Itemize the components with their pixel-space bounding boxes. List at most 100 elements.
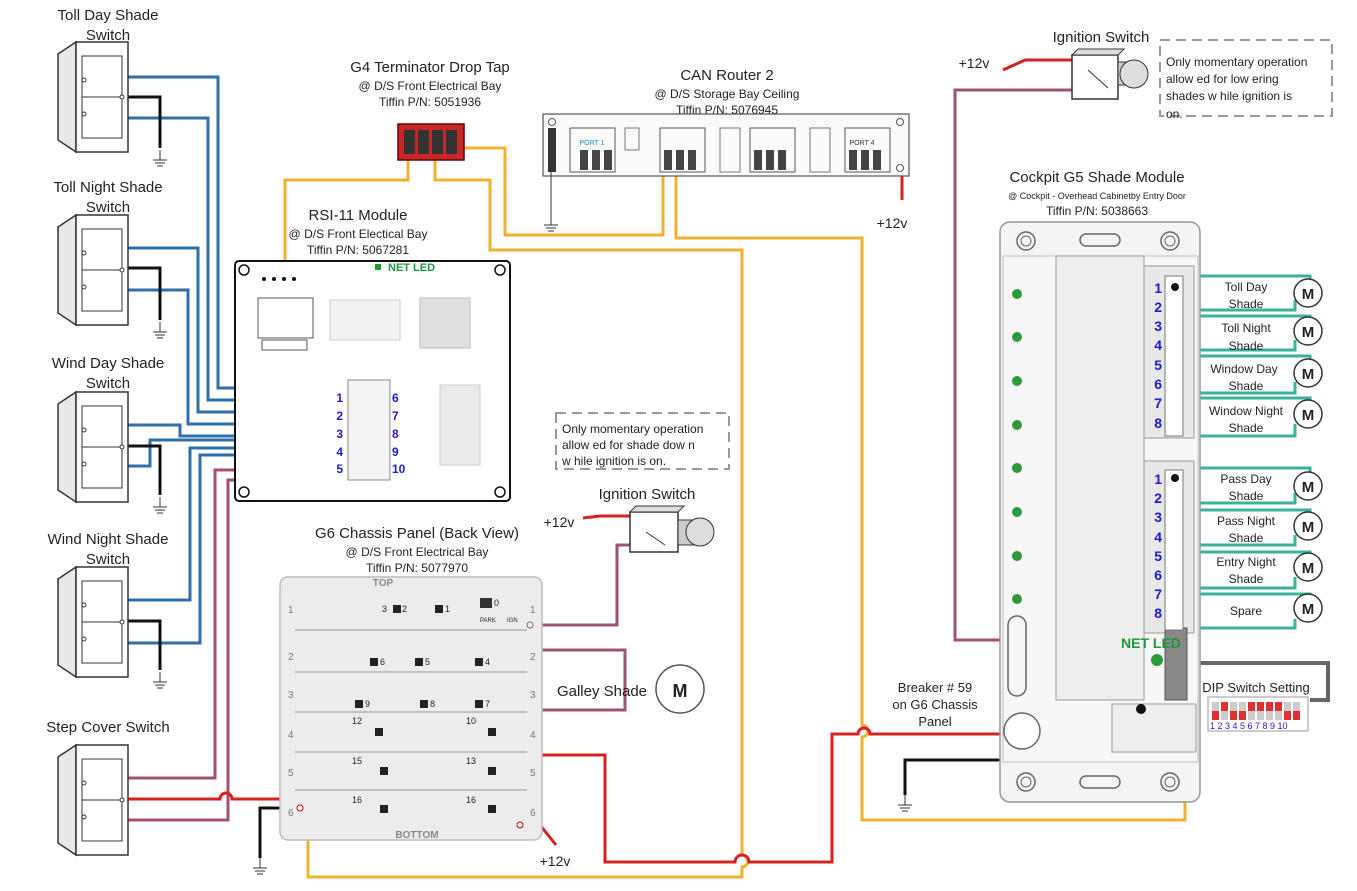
rsi-note (555, 412, 730, 470)
g6-location: @ D/S Front Electrical Bay (346, 545, 489, 559)
switch-label: Switch (86, 375, 130, 392)
motor-label: Shade (1229, 339, 1264, 353)
g5-shade-module[interactable] (999, 221, 1201, 803)
switch-label: Switch (86, 551, 130, 568)
ignition-switch-1[interactable] (628, 505, 715, 553)
motor-label: Pass Night (1217, 514, 1276, 528)
g6-chassis-panel[interactable] (279, 576, 543, 841)
motor-letter: M (1302, 560, 1315, 577)
g6-part-number: Tiffin P/N: 5077970 (366, 561, 468, 575)
galley-shade-motor[interactable] (655, 664, 705, 714)
g6-slot: 5 (425, 657, 430, 667)
g6-slot: 0 (494, 598, 499, 608)
rsi-pin: 9 (392, 445, 399, 459)
switch-label: Wind Day Shade (52, 355, 165, 372)
rsi-pin: 7 (392, 409, 399, 423)
motor-label: Window Night (1209, 404, 1284, 418)
wind-day-switch[interactable] (57, 391, 129, 503)
motor-label: Window Day (1210, 362, 1277, 376)
motor-label: Shade (1229, 531, 1264, 545)
g6-slot: 1 (445, 604, 450, 614)
rsi-11-module[interactable] (234, 260, 511, 502)
g5-pin: 4 (1154, 337, 1162, 353)
motor-letter: M (1302, 601, 1315, 618)
g5-pin: 1 (1154, 280, 1162, 296)
rsi-pin: 4 (336, 445, 343, 459)
switch-label: Toll Day Shade (58, 7, 159, 24)
motor-label: Toll Day (1225, 280, 1268, 294)
g6-slot: 4 (485, 657, 490, 667)
motor-label: Pass Day (1220, 472, 1271, 486)
motor-label: Entry Night (1216, 555, 1276, 569)
g6-top-label: TOP (373, 578, 394, 589)
g5-pin: 5 (1154, 357, 1162, 373)
wind-night-switch[interactable] (57, 566, 129, 678)
motor-letter: M (1302, 366, 1315, 383)
g4-location: @ D/S Front Electrical Bay (359, 79, 502, 93)
g6-slot: 13 (466, 756, 476, 766)
g5-note (1159, 39, 1333, 117)
g6-title: G6 Chassis Panel (Back View) (315, 525, 519, 542)
g6-slot: 2 (402, 604, 407, 614)
motor-letter: M (1302, 479, 1315, 496)
g4-title: G4 Terminator Drop Tap (350, 59, 510, 76)
g5-pin: 2 (1154, 490, 1162, 506)
g5-pin: 5 (1154, 548, 1162, 564)
rsi-pin: 10 (392, 462, 406, 476)
note-line: Only momentary operation (562, 422, 703, 436)
g6-park-label: PARK (480, 618, 496, 624)
g6-row-num: 2 (288, 652, 294, 663)
switch-label: Toll Night Shade (53, 179, 162, 196)
motor-label: Toll Night (1221, 321, 1271, 335)
g6-slot: 12 (352, 716, 362, 726)
toll-day-switch[interactable] (57, 41, 129, 153)
toll-night-switch[interactable] (57, 214, 129, 326)
switch-label: Switch (86, 199, 130, 216)
note-line: Only momentary operation (1166, 55, 1307, 69)
switch-label: Switch (86, 27, 130, 44)
g5-pin: 3 (1154, 318, 1162, 334)
switch-label: Step Cover Switch (46, 719, 169, 736)
g5-location: @ Cockpit - Overhead Cabinetby Entry Doo… (1008, 191, 1186, 201)
breaker-label: on G6 Chassis (892, 697, 978, 712)
ignition-switch-2[interactable] (1070, 48, 1149, 100)
rsi-part-number: Tiffin P/N: 5067281 (307, 243, 409, 257)
router-port4-label: PORT 4 (849, 140, 874, 147)
breaker-label: Breaker # 59 (898, 680, 972, 695)
g6-slot: 8 (430, 699, 435, 709)
motor-letter: M (1302, 286, 1315, 303)
g6-ign-label: IGN (507, 618, 518, 624)
g5-part-number: Tiffin P/N: 5038663 (1046, 204, 1148, 218)
g5-title: Cockpit G5 Shade Module (1009, 169, 1184, 186)
motor-label: Shade (1229, 421, 1264, 435)
rsi-pin: 6 (392, 391, 399, 405)
can-router[interactable] (542, 113, 910, 177)
rsi-net-led-label: NET LED (388, 262, 435, 274)
g6-slot: 6 (380, 657, 385, 667)
motor-label: Shade (1229, 379, 1264, 393)
breaker-label: Panel (918, 714, 951, 729)
rsi-pin: 1 (336, 391, 343, 405)
g5-pin: 7 (1154, 395, 1162, 411)
note-line: w hile ignition is on. (561, 454, 666, 468)
motor-label: Shade (1229, 572, 1264, 586)
rsi-title: RSI-11 Module (309, 207, 408, 224)
motor-letter: M (673, 681, 688, 701)
g6-row-num: 5 (530, 768, 536, 779)
motor-label: Shade (1229, 297, 1264, 311)
dip-switch-label: DIP Switch Setting (1202, 680, 1309, 695)
motor-label: Spare (1230, 604, 1262, 618)
g4-terminator[interactable] (397, 123, 465, 161)
g6-slot: 15 (352, 756, 362, 766)
g6-row-num: 6 (288, 808, 294, 819)
g6-row-num: 2 (530, 652, 536, 663)
step-cover-switch[interactable] (57, 744, 129, 856)
dip-switch[interactable] (1207, 696, 1309, 732)
g6-slot: 16 (352, 795, 362, 805)
galley-shade-label: Galley Shade (557, 683, 647, 700)
router-power: +12v (877, 215, 908, 231)
g6-row-num: 1 (288, 605, 294, 616)
g6-row-num: 3 (530, 690, 536, 701)
g6-slot: 3 (382, 604, 387, 614)
g5-pin: 8 (1154, 415, 1162, 431)
